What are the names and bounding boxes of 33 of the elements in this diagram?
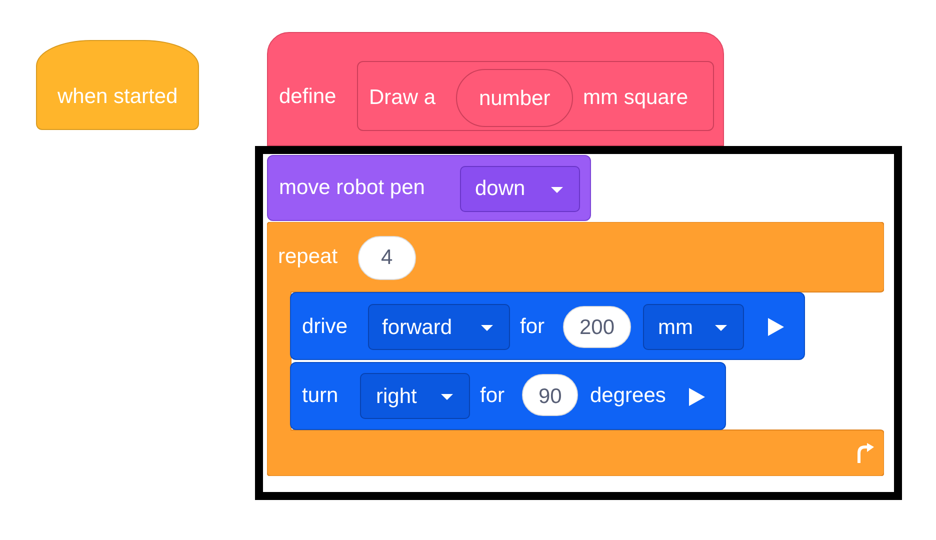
command-block [290, 292, 805, 360]
block-label: turn [302, 384, 338, 408]
dropdown-field [360, 373, 470, 419]
block-label: move robot pen [279, 176, 425, 200]
command-block [290, 362, 726, 430]
block-label: define [279, 85, 336, 109]
dropdown-value: down [475, 177, 526, 201]
dropdown-field [460, 166, 580, 212]
block-label: when started [58, 85, 178, 109]
block-label: degrees [590, 384, 666, 408]
dropdown-value: right [376, 385, 417, 409]
number-field [563, 306, 631, 348]
command-block [267, 155, 591, 221]
parameter-label: number [479, 87, 550, 111]
custom-block-prototype [357, 61, 714, 131]
block-label: for [520, 315, 545, 339]
block-label: for [480, 384, 505, 408]
highlight-frame [255, 146, 902, 500]
dropdown-field [368, 304, 510, 350]
event-block [36, 40, 199, 130]
dropdown-field [643, 304, 744, 350]
block-label: Draw a [369, 86, 436, 110]
dropdown-value: forward [382, 316, 452, 340]
number-field [522, 374, 578, 416]
block-label: mm square [583, 86, 688, 110]
block-label: drive [302, 315, 348, 339]
number-value: 4 [381, 246, 393, 270]
number-value: 90 [538, 385, 562, 409]
repeat-block [267, 222, 884, 476]
number-value: 200 [580, 316, 615, 340]
dropdown-value: mm [658, 316, 693, 340]
define-block [267, 32, 724, 146]
block-label: repeat [278, 245, 338, 269]
